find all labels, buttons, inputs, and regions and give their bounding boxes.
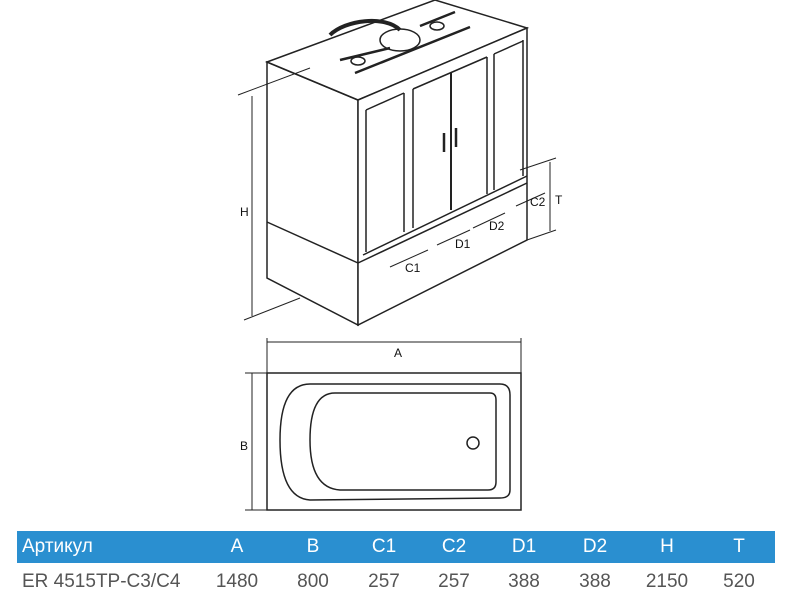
bathtub-plan-view [245, 338, 522, 511]
cell-c2: 257 [438, 571, 470, 592]
cell-c1: 257 [368, 571, 400, 592]
cell-d1: 388 [508, 571, 540, 592]
header-c1: C1 [371, 536, 397, 557]
cell-h: 2150 [645, 571, 689, 592]
header-d1: D1 [511, 536, 537, 557]
dimension-label-t: T [555, 193, 563, 207]
header-d2: D2 [582, 536, 608, 557]
shower-cabin-isometric-drawing: H T C1 D1 D2 C2 A B [237, 0, 563, 511]
cell-b: 800 [297, 571, 329, 592]
dimension-label-c2: C2 [530, 195, 546, 209]
cell-a: 1480 [215, 571, 259, 592]
cell-t: 520 [723, 571, 755, 592]
dimension-label-h: H [240, 205, 249, 219]
header-t: T [733, 536, 745, 557]
dimension-label-d1: D1 [455, 237, 471, 251]
cell-d2: 388 [579, 571, 611, 592]
header-b: B [306, 536, 320, 557]
table-header: Артикул A B C1 C2 D1 D2 H T [17, 531, 775, 563]
cell-article: ER 4515TP-C3/C4 [22, 571, 181, 592]
specification-table: Артикул A B C1 C2 D1 D2 H T ER 4515TP-C3… [17, 531, 775, 601]
dimension-label-d2: D2 [489, 219, 505, 233]
technical-drawing: H T C1 D1 D2 C2 A B [237, 0, 563, 511]
dimension-label-c1: C1 [405, 261, 421, 275]
header-a: A [230, 536, 244, 557]
header-c2: C2 [441, 536, 467, 557]
dimension-label-a: A [394, 346, 402, 360]
table-row: ER 4515TP-C3/C4 1480 800 257 257 388 388… [17, 563, 775, 601]
header-h: H [660, 536, 674, 557]
dimension-label-b: B [240, 439, 248, 453]
header-article: Артикул [22, 536, 93, 557]
